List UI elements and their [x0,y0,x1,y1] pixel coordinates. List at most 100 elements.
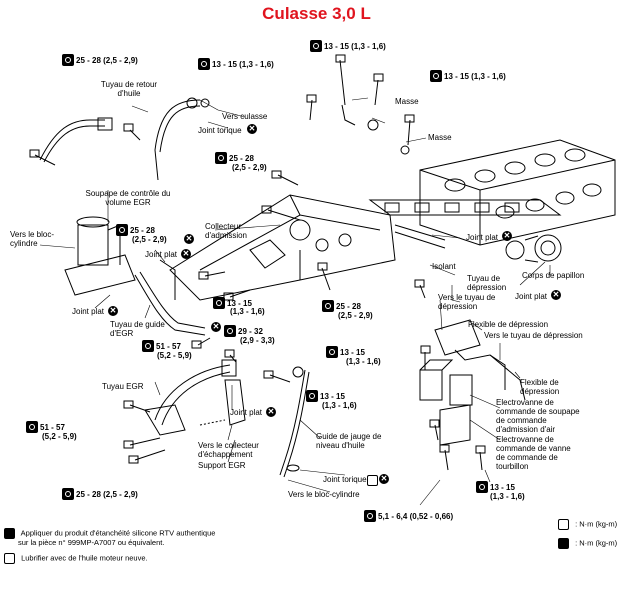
bolts-drawing [29,54,486,471]
torque-callout: 29 - 32 [224,325,263,337]
oil-can-icon [4,553,15,564]
torque-callout: 13 - 15 [213,297,252,309]
label-gasket: Joint plat [466,233,499,242]
replace-part-icon: ✕ [211,322,221,332]
torque-value-sub: (2,9 - 3,3) [240,336,275,345]
torque-value-sub: (2,5 - 2,9) [232,163,267,172]
label-vacuum-hose: Flexible de dépression [520,378,560,396]
throttle-body-drawing [505,234,562,263]
label-gasket: Joint plat [145,250,178,259]
label-swirl-solenoid: Electrovanne de commande de vanne de com… [496,435,571,471]
legend-torque-unit: : N·m (kg-m) [558,538,617,549]
torque-wrench-icon [116,224,128,236]
diagram-title: Culasse 3,0 L [262,4,371,23]
intake-collector-drawing [169,194,396,301]
dipstick-guide-drawing [279,366,310,478]
torque-wrench-icon [198,58,210,70]
legend-sealant-part: sur la pièce n° 999MP-A7007 ou équivalen… [18,538,165,547]
oil-return-tube-drawing [39,97,210,181]
cylinder-head-drawing [419,139,616,246]
torque-wrench-icon [62,54,74,66]
torque-wrench-icon [322,300,334,312]
torque-callout: 13 - 15 (1,3 - 1,6) [310,40,386,52]
torque-wrench-icon [26,421,38,433]
torque-callout: 13 - 15 [306,390,345,402]
torque-callout: 25 - 28 [215,152,254,164]
legend-torque-unit: : N·m (kg-m) [558,519,617,530]
label-throttle-body: Corps de papillon [522,271,585,280]
label-air-intake-solenoid: Electrovanne de commande de soupape de c… [496,398,580,434]
torque-wrench-icon [306,390,318,402]
label-dipstick-guide: Guide de jauge de niveau d'huile [316,432,382,450]
torque-wrench-icon [142,340,154,352]
label-to-exhaust-manifold: Vers le collecteur d'échappement [198,441,259,459]
torque-wrench-icon [310,40,322,52]
torque-callout: 51 - 57 [142,340,181,352]
replace-part-icon: ✕ [247,124,257,134]
torque-value-sub: (2,5 - 2,9) [338,311,373,320]
leader-lines [39,97,551,506]
torque-value-sub: (5,2 - 5,9) [42,432,77,441]
egr-tube-drawing [144,359,237,436]
torque-value-sub: (1,3 - 1,6) [346,357,381,366]
torque-value-sub: (1,3 - 1,6) [490,492,525,501]
torque-callout: 13 - 15 [326,346,365,358]
label-ground: Masse [428,133,452,142]
label-egr-valve: Soupape de contrôle du volume EGR [85,189,171,207]
torque-value-sub: (1,3 - 1,6) [322,401,357,410]
label-intake-manifold: Collecteur d'admission [205,222,247,240]
replace-part-icon: ✕ [551,290,561,300]
label-ground: Masse [395,97,419,106]
torque-callout: 13 - 15 (1,3 - 1,6) [430,70,506,82]
label-egr-tube: Tuyau EGR [102,382,144,391]
label-gasket: Joint plat [72,307,105,316]
label-to-vacuum-tube: Vers le tuyau de dépression [484,331,583,340]
torque-wrench-icon [215,152,227,164]
torque-callout: 5,1 - 6,4 (0,52 - 0,66) [364,510,453,522]
torque-value-sub: (1,3 - 1,6) [230,307,265,316]
label-o-ring: Joint torique [323,475,367,484]
label-vacuum-tube: Tuyau de dépression [467,274,507,292]
replace-part-icon: ✕ [266,407,276,417]
torque-wrench-icon [558,538,569,549]
label-to-cylinder-block: Vers le bloc-cylindre [288,490,360,499]
label-to-vacuum-tube: Vers le tuyau de dépression [438,293,496,311]
label-vacuum-hose: Flexible de dépression [468,320,549,329]
torque-callout: 25 - 28 [116,224,155,236]
label-gasket: Joint plat [515,292,548,301]
torque-callout: 13 - 15 [476,481,515,493]
label-o-ring: Joint torique [198,126,242,135]
torque-wrench-icon [213,297,225,309]
label-to-cylinder-block: Vers le bloc-cylindre [10,230,55,248]
label-gasket: Joint plat [230,408,263,417]
torque-callout: 25 - 28 (2,5 - 2,9) [62,54,138,66]
torque-wrench-icon [326,346,338,358]
label-egr-guide-tube: Tuyau de guide d'EGR [110,320,165,338]
label-insulator: Isolant [432,262,456,271]
replace-part-icon: ✕ [181,249,191,259]
torque-wrench-icon [558,519,569,530]
legend-oil: Lubrifier avec de l'huile moteur neuve. [4,553,148,564]
torque-wrench-icon [364,510,376,522]
torque-callout: 25 - 28 (2,5 - 2,9) [62,488,138,500]
replace-part-icon: ✕ [184,234,194,244]
solenoid-valves-drawing [419,319,526,446]
replace-part-icon: ✕ [108,306,118,316]
legend-sealant: Appliquer du produit d'étanchéité silico… [4,528,215,539]
torque-callout: 25 - 28 [322,300,361,312]
torque-wrench-icon [224,325,236,337]
torque-wrench-icon [62,488,74,500]
torque-wrench-icon [430,70,442,82]
label-egr-bracket: Support EGR [198,461,246,470]
torque-callout: 13 - 15 (1,3 - 1,6) [198,58,274,70]
label-oil-return-tube: Tuyau de retour d'huile [100,80,158,98]
torque-value-sub: (2,5 - 2,9) [132,235,167,244]
torque-wrench-icon [476,481,488,493]
intake-gasket-drawing [368,199,562,216]
torque-value-sub: (5,2 - 5,9) [157,351,192,360]
replace-part-icon: ✕ [502,231,512,241]
label-to-cylinder-head: Vers culasse [222,112,268,121]
replace-part-icon: ✕ [379,474,389,484]
